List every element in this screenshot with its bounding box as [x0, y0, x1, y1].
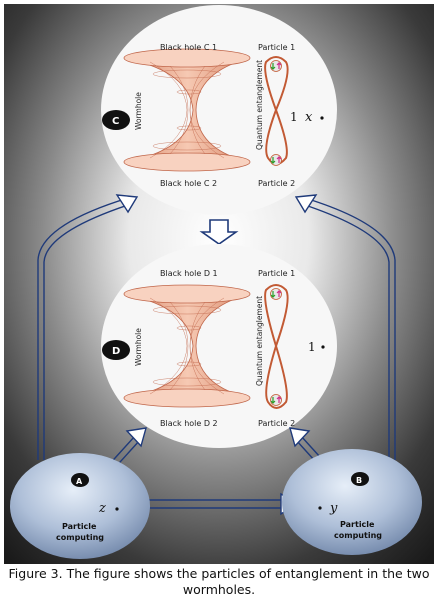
count-d: 1 — [308, 340, 316, 354]
black-hole-c1-label: Black hole C 1 — [160, 43, 217, 52]
var-y: y — [329, 501, 338, 516]
dot-y — [318, 506, 322, 510]
node-b-sphere — [282, 449, 422, 555]
wormhole-c-shape — [123, 48, 251, 172]
dot-x — [320, 116, 324, 120]
particle-2-d-spin-icon — [270, 394, 282, 406]
var-x: x — [305, 110, 313, 125]
black-hole-c2-label: Black hole C 2 — [160, 179, 217, 188]
quantum-entanglement-c-label: Quantum entanglement — [255, 60, 264, 150]
black-hole-d2-label: Black hole D 2 — [160, 419, 218, 428]
entanglement-loop-d — [264, 284, 289, 409]
node-a-sphere — [10, 453, 150, 559]
particle-2-c-label: Particle 2 — [258, 179, 295, 188]
count-c: 1 — [290, 110, 298, 124]
badge-c: C — [102, 110, 130, 130]
entanglement-loop-c — [264, 56, 289, 165]
particle-1-d-label: Particle 1 — [258, 269, 295, 278]
quantum-entanglement-d-label: Quantum entanglement — [255, 296, 264, 386]
node-a-label-line2: computing — [56, 533, 104, 542]
svg-text:D: D — [112, 346, 120, 357]
dot-z — [115, 507, 119, 511]
var-z: z — [98, 501, 106, 516]
particle-1-c-label: Particle 1 — [258, 43, 295, 52]
svg-text:C: C — [112, 116, 119, 127]
badge-a: A — [71, 473, 89, 487]
node-a: A z Particle computing — [10, 453, 150, 559]
particle-1-c-spin-icon — [270, 60, 282, 72]
wormhole-c-label: Wormhole — [134, 92, 143, 130]
node-b-label-line1: Particle — [340, 520, 375, 529]
arrow-a-to-c — [37, 197, 132, 460]
node-b: B y Particle computing — [282, 449, 422, 555]
svg-text:A: A — [76, 477, 83, 486]
particle-1-d-spin-icon — [270, 288, 282, 300]
panel-c: Black hole C 1 Black hole C 2 Wormhole P… — [101, 5, 337, 215]
particle-2-c-spin-icon — [270, 154, 282, 166]
black-hole-d1-label: Black hole D 1 — [160, 269, 218, 278]
node-b-label-line2: computing — [334, 531, 382, 540]
svg-text:B: B — [356, 476, 362, 485]
arrow-b-to-c — [301, 197, 396, 460]
node-a-label-line1: Particle — [62, 522, 97, 531]
arrow-a-to-b — [148, 499, 283, 509]
dot-d — [321, 345, 325, 349]
wormhole-d-label: Wormhole — [134, 328, 143, 366]
wormhole-d-shape — [123, 284, 251, 408]
particle-2-d-label: Particle 2 — [258, 419, 295, 428]
panel-d: Black hole D 1 Black hole D 2 Wormhole P… — [101, 244, 337, 448]
badge-d: D — [102, 340, 130, 360]
down-arrow — [199, 219, 239, 245]
figure-caption: Figure 3. The figure shows the particles… — [8, 566, 430, 597]
badge-b: B — [351, 472, 369, 486]
